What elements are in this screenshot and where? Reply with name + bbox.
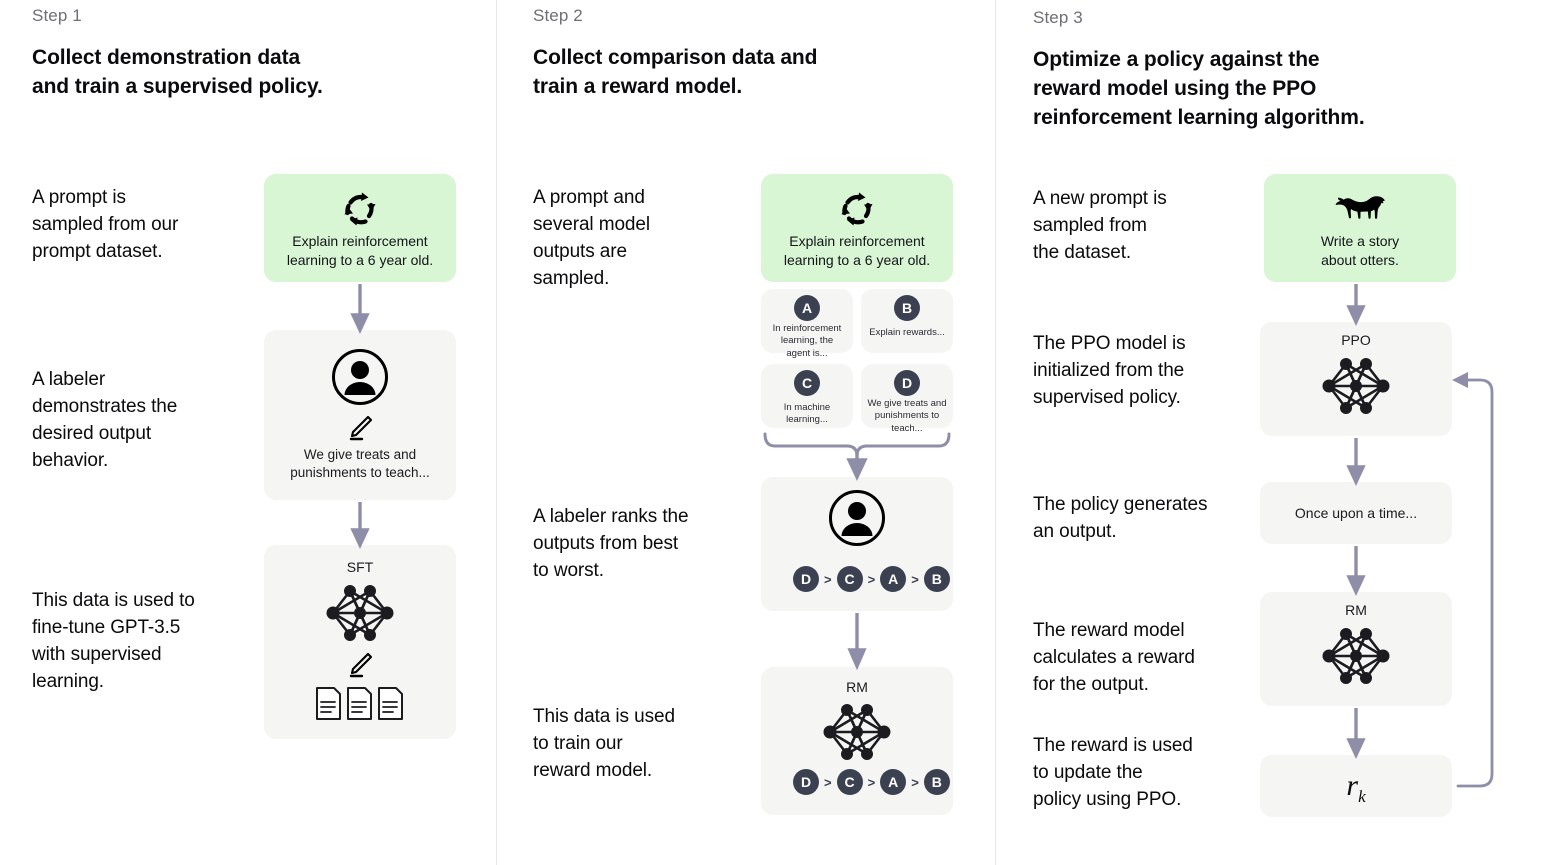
step-3-prompt-text: Write a story about otters. (1320, 233, 1400, 268)
step-2-labeler-ranking: D > C > A > B (793, 566, 950, 592)
step-2-prompt-text: Explain reinforcement learning to a 6 ye… (783, 233, 931, 268)
step-2-caption-1: A prompt and several model outputs are s… (533, 187, 650, 289)
step-2-rm-box[interactable]: RM (761, 667, 953, 815)
rank-separator: > (867, 774, 876, 790)
step-1-sft-title: SFT (346, 559, 374, 575)
rank-badge-3: A (880, 769, 907, 795)
rank-badge-4: B (923, 769, 950, 795)
step-2-prompt-box[interactable]: Explain reinforcement learning to a 6 ye… (761, 174, 953, 282)
output-card-d[interactable]: D We give treats and punishments to teac… (861, 364, 953, 434)
neural-network-icon (816, 700, 898, 764)
person-circle-icon (828, 489, 886, 547)
badge-d: D (894, 370, 920, 396)
step-2-column: Step 2 Collect comparison data and train… (496, 0, 995, 865)
rank-badge-1: D (793, 566, 819, 592)
rank-separator: > (911, 571, 919, 587)
step-1-title-line2: and train a supervised policy. (32, 74, 323, 98)
pencil-icon (346, 414, 374, 442)
badge-c: C (794, 370, 820, 396)
step-3-rm-box[interactable]: RM (1260, 592, 1452, 706)
otter-icon (1330, 192, 1392, 222)
badge-a: A (794, 295, 820, 321)
step-3-title-line3: reinforcement learning algorithm. (1033, 105, 1365, 129)
step-3-caption-2: The PPO model is initialized from the su… (1033, 333, 1186, 408)
rank-separator: > (824, 774, 832, 790)
step-3-caption-5: The reward is used to update the policy … (1033, 735, 1193, 810)
step-1-caption-3: This data is used to fine-tune GPT-3.5 w… (32, 590, 195, 692)
output-card-c[interactable]: C In machine learning... (761, 364, 853, 428)
step-1-prompt-box[interactable]: Explain reinforcement learning to a 6 ye… (264, 174, 456, 282)
output-card-b-text: Explain rewards... (869, 327, 945, 338)
step-3-reward-box[interactable]: rk (1260, 755, 1452, 817)
output-card-a-text: In reinforcement learning, the agent is.… (772, 323, 842, 359)
step-3-output-text: Once upon a time... (1294, 505, 1418, 521)
reward-subscript: k (1358, 787, 1366, 806)
step-1-caption-2: A labeler demonstrates the desired outpu… (32, 369, 178, 471)
rank-badge-3: A (880, 566, 907, 592)
badge-b: B (894, 295, 920, 321)
rank-separator: > (867, 571, 876, 587)
step-2-rm-ranking: D > C > A > B (793, 769, 950, 795)
step-3-ppo-box[interactable]: PPO (1260, 322, 1452, 436)
step-2-title: Collect comparison data and train a rewa… (533, 44, 963, 102)
step-1-title: Collect demonstration data and train a s… (32, 44, 472, 102)
step-1-labeler-text: We give treats and punishments to teach.… (290, 447, 430, 481)
step-1-prompt-text: Explain reinforcement learning to a 6 ye… (286, 233, 434, 268)
step-2-caption-2: A labeler ranks the outputs from best to… (533, 506, 689, 581)
recycle-arrows-icon (339, 188, 381, 230)
step-3-rm-title: RM (1345, 602, 1367, 618)
step-1-label: Step 1 (32, 6, 82, 25)
step-3-prompt-box[interactable]: Write a story about otters. (1264, 174, 1456, 282)
reward-symbol: rk (1260, 769, 1452, 807)
step-3-caption-4: The reward model calculates a reward for… (1033, 620, 1195, 695)
step-3-output-box[interactable]: Once upon a time... (1260, 482, 1452, 544)
step-3-title-line2: reward model using the PPO (1033, 76, 1317, 100)
step-2-label: Step 2 (533, 6, 583, 25)
rank-badge-2: C (836, 769, 863, 795)
output-card-d-text: We give treats and punishments to teach.… (867, 398, 947, 434)
step-2-labeler-box[interactable]: D > C > A > B (761, 477, 953, 611)
step-1-column: Step 1 Collect demonstration data and tr… (0, 0, 496, 865)
rank-separator: > (911, 774, 919, 790)
output-card-b[interactable]: B Explain rewards... (861, 289, 953, 353)
step-3-title-line1: Optimize a policy against the (1033, 48, 1320, 71)
recycle-arrows-icon (836, 188, 878, 230)
reward-r: r (1346, 769, 1359, 802)
pencil-icon (346, 651, 374, 679)
rank-badge-1: D (793, 769, 819, 795)
step-2-title-line2: train a reward model. (533, 74, 743, 98)
step-3-ppo-title: PPO (1341, 332, 1371, 348)
person-circle-icon (331, 348, 389, 406)
rank-separator: > (824, 571, 832, 587)
step-1-caption-1: A prompt is sampled from our prompt data… (32, 187, 179, 262)
step-1-title-line1: Collect demonstration data (32, 46, 301, 69)
step-3-label: Step 3 (1033, 8, 1083, 27)
step-2-title-line1: Collect comparison data and (533, 46, 818, 69)
output-card-c-text: In machine learning... (783, 402, 831, 426)
neural-network-icon (1315, 624, 1397, 688)
documents-icon (314, 685, 406, 723)
output-card-a[interactable]: A In reinforcement learning, the agent i… (761, 289, 853, 359)
rank-badge-4: B (923, 566, 950, 592)
neural-network-icon (319, 581, 401, 645)
step-1-labeler-box[interactable]: We give treats and punishments to teach.… (264, 330, 456, 500)
step-3-title: Optimize a policy against the reward mod… (1033, 46, 1453, 132)
step-1-sft-box[interactable]: SFT (264, 545, 456, 739)
step-3-caption-1: A new prompt is sampled from the dataset… (1033, 188, 1167, 263)
step-2-caption-3: This data is used to train our reward mo… (533, 706, 675, 781)
step-2-rm-title: RM (846, 679, 868, 695)
neural-network-icon (1315, 354, 1397, 418)
rank-badge-2: C (836, 566, 863, 592)
step-3-column: Step 3 Optimize a policy against the rew… (995, 0, 1563, 865)
step-3-caption-3: The policy generates an output. (1033, 494, 1208, 542)
